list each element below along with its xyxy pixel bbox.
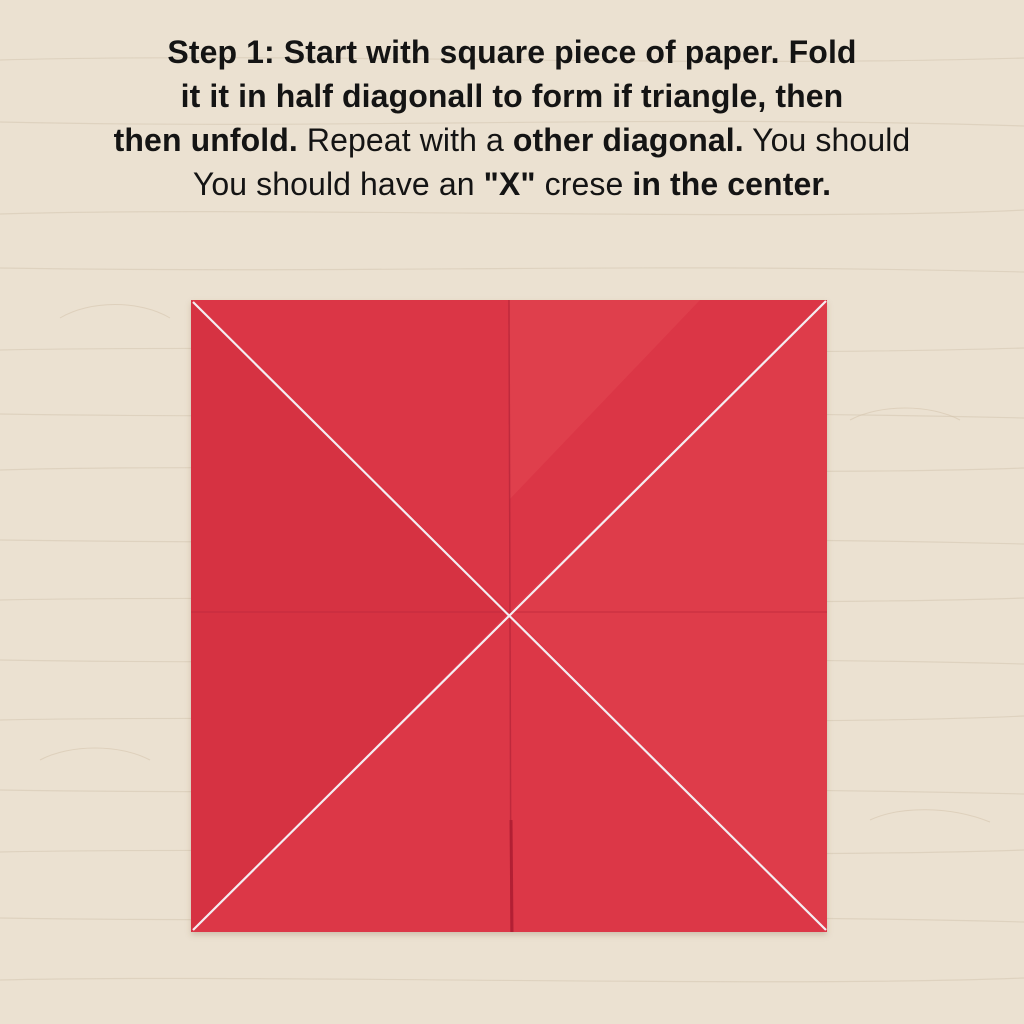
- instruction-line-4: You should have an "X" crese in the cent…: [0, 162, 1024, 206]
- instruction-segment: crese: [535, 166, 633, 202]
- instruction-segment: Step 1: Start with square piece of paper…: [167, 34, 857, 70]
- instruction-segment: Repeat with a: [297, 122, 513, 158]
- paper-left-triangle: [191, 300, 509, 932]
- paper-right-triangle: [509, 300, 827, 932]
- instruction-segment: then unfold.: [113, 122, 298, 158]
- instruction-segment: You should have an: [192, 166, 484, 202]
- paper-sheen: [509, 300, 700, 500]
- paper-bottom-triangle: [191, 612, 827, 932]
- instruction-segment: in the center.: [632, 166, 832, 202]
- instruction-line-3: then unfold. Repeat with a other diagona…: [0, 118, 1024, 162]
- step-instruction-text: Step 1: Start with square piece of paper…: [0, 30, 1024, 206]
- instruction-segment: other diagonal.: [512, 122, 744, 158]
- instruction-segment: You should: [743, 122, 911, 158]
- instruction-line-2: it it in half diagonall to form if trian…: [0, 74, 1024, 118]
- instruction-line-1: Step 1: Start with square piece of paper…: [0, 30, 1024, 74]
- diagonal-crease-b: [192, 300, 827, 931]
- vertical-center-crease-deep: [509, 819, 514, 933]
- instruction-segment: "X": [483, 166, 536, 202]
- instruction-segment: it it in half diagonall to form if trian…: [180, 78, 844, 114]
